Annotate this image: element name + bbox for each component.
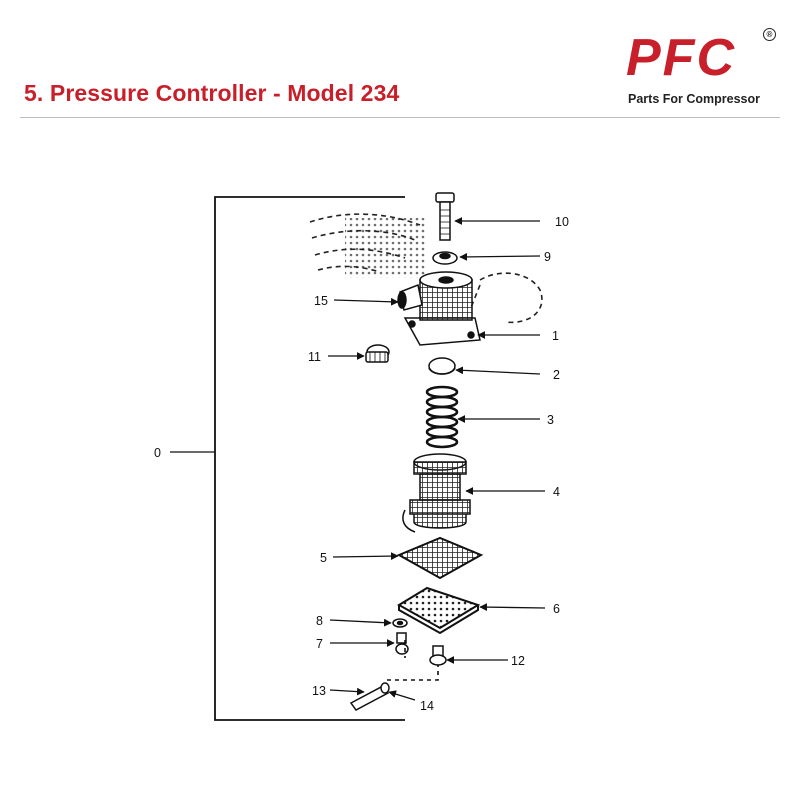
- callout-2: 2: [553, 368, 560, 382]
- part-9-nut: [432, 251, 458, 265]
- part-2-disc: [428, 357, 456, 375]
- part-10-bolt: [435, 192, 455, 241]
- callout-0: 0: [154, 446, 161, 460]
- callout-6: 6: [553, 602, 560, 616]
- part-6-base-plate: [397, 586, 481, 635]
- connection-dashes: [387, 640, 439, 681]
- logo-tagline: Parts For Compressor: [628, 92, 760, 106]
- callout-1: 1: [552, 329, 559, 343]
- part-5-diaphragm: [396, 536, 484, 580]
- part-3-spring: [425, 385, 459, 449]
- registered-mark-icon: ®: [763, 28, 776, 41]
- part-12-fitting: [429, 645, 447, 666]
- part-11-plug: [365, 344, 390, 363]
- gauge-hatch: [345, 218, 425, 278]
- callout-3: 3: [547, 413, 554, 427]
- callout-13: 13: [312, 684, 326, 698]
- header-divider: [20, 117, 780, 118]
- callout-14: 14: [420, 699, 434, 713]
- logo-wordmark: PFC: [626, 29, 736, 87]
- callout-8: 8: [316, 614, 323, 628]
- callout-9: 9: [544, 250, 551, 264]
- part-4-piston: [402, 453, 471, 533]
- part-13-14-drain: [349, 682, 390, 711]
- callout-4: 4: [553, 485, 560, 499]
- part-1-housing: [403, 271, 481, 346]
- part-8-washer: [392, 618, 408, 628]
- callout-7: 7: [316, 637, 323, 651]
- leader-lines: [170, 217, 546, 701]
- callout-15: 15: [314, 294, 328, 308]
- assembly-bracket: [214, 196, 405, 721]
- page-title: 5. Pressure Controller - Model 234: [24, 80, 400, 106]
- callout-10: 10: [555, 215, 569, 229]
- callout-11: 11: [308, 350, 321, 364]
- pfc-logo: PFC ® Parts For Compressor: [626, 28, 782, 108]
- part-15-port: [397, 283, 423, 311]
- callout-5: 5: [320, 551, 327, 565]
- part-7-screw: [395, 632, 409, 655]
- callout-12: 12: [511, 654, 525, 668]
